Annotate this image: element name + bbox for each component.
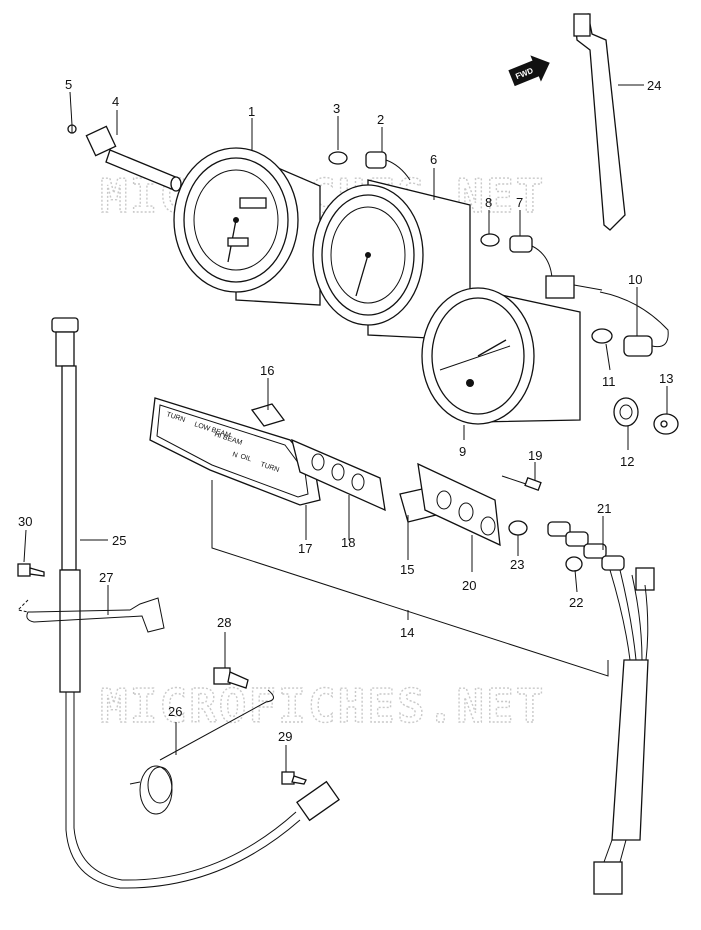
cushion-part [653,413,679,435]
callout-21: 21 [597,501,611,516]
callout-25: 25 [112,533,126,548]
watermark-bottom: MICROFICHES.NET [100,679,545,733]
speedo-cable [51,317,340,889]
callout-1: 1 [248,104,255,119]
spring-26 [129,689,274,815]
socket-10 [599,291,669,357]
bracket-27 [16,597,165,633]
callout-10: 10 [628,272,642,287]
lens-holder-18 [291,438,386,512]
tachometer-gauge [312,179,471,341]
callout-7: 7 [516,195,523,210]
callout-6: 6 [430,152,437,167]
callout-26: 26 [168,704,182,719]
callout-22: 22 [569,595,583,610]
callout-14: 14 [400,625,414,640]
temp-gauge [421,287,581,425]
callout-9: 9 [459,444,466,459]
bulb-8 [480,233,500,247]
strap-part [573,13,626,231]
bulb-22 [565,556,583,572]
callout-13: 13 [659,371,673,386]
callout-numbers: 1 2 3 4 5 6 7 8 9 10 11 12 13 14 15 16 1… [18,77,673,744]
callout-23: 23 [510,557,524,572]
callout-24: 24 [647,78,661,93]
wire-harness [593,569,649,895]
socket-2 [365,151,411,181]
callout-18: 18 [341,535,355,550]
callout-3: 3 [333,101,340,116]
assembly-bracket-14 [211,480,609,677]
callout-19: 19 [528,448,542,463]
callout-29: 29 [278,729,292,744]
housing-20 [417,462,501,547]
callout-30: 30 [18,514,32,529]
fwd-arrow-tag: FWD [508,55,550,87]
label-oil: OIL [239,453,252,463]
callout-27: 27 [99,570,113,585]
callout-8: 8 [485,195,492,210]
bulb-23 [508,520,528,536]
callout-12: 12 [620,454,634,469]
bulb-11 [591,328,613,344]
label-neutral: N [231,451,238,459]
callout-4: 4 [112,94,119,109]
callout-5: 5 [65,77,72,92]
callout-11: 11 [602,374,616,389]
callout-20: 20 [462,578,476,593]
callout-16: 16 [260,363,274,378]
socket-7 [509,235,553,279]
socket-cluster-21 [547,521,655,591]
connector-block [545,275,603,299]
screw-19 [501,475,542,491]
callout-17: 17 [298,541,312,556]
bolt-30 [17,563,45,577]
cable-fitting-part [85,125,182,192]
speedometer-gauge [173,147,321,306]
screw-small-part [67,124,77,134]
clip-16 [250,403,286,427]
leader-lines [23,84,668,772]
grommet-part [613,397,639,427]
callout-2: 2 [377,112,384,127]
callout-28: 28 [217,615,231,630]
callout-15: 15 [400,562,414,577]
bolt-28 [213,667,249,689]
bulb-3 [328,151,348,165]
screw-29 [281,771,307,785]
